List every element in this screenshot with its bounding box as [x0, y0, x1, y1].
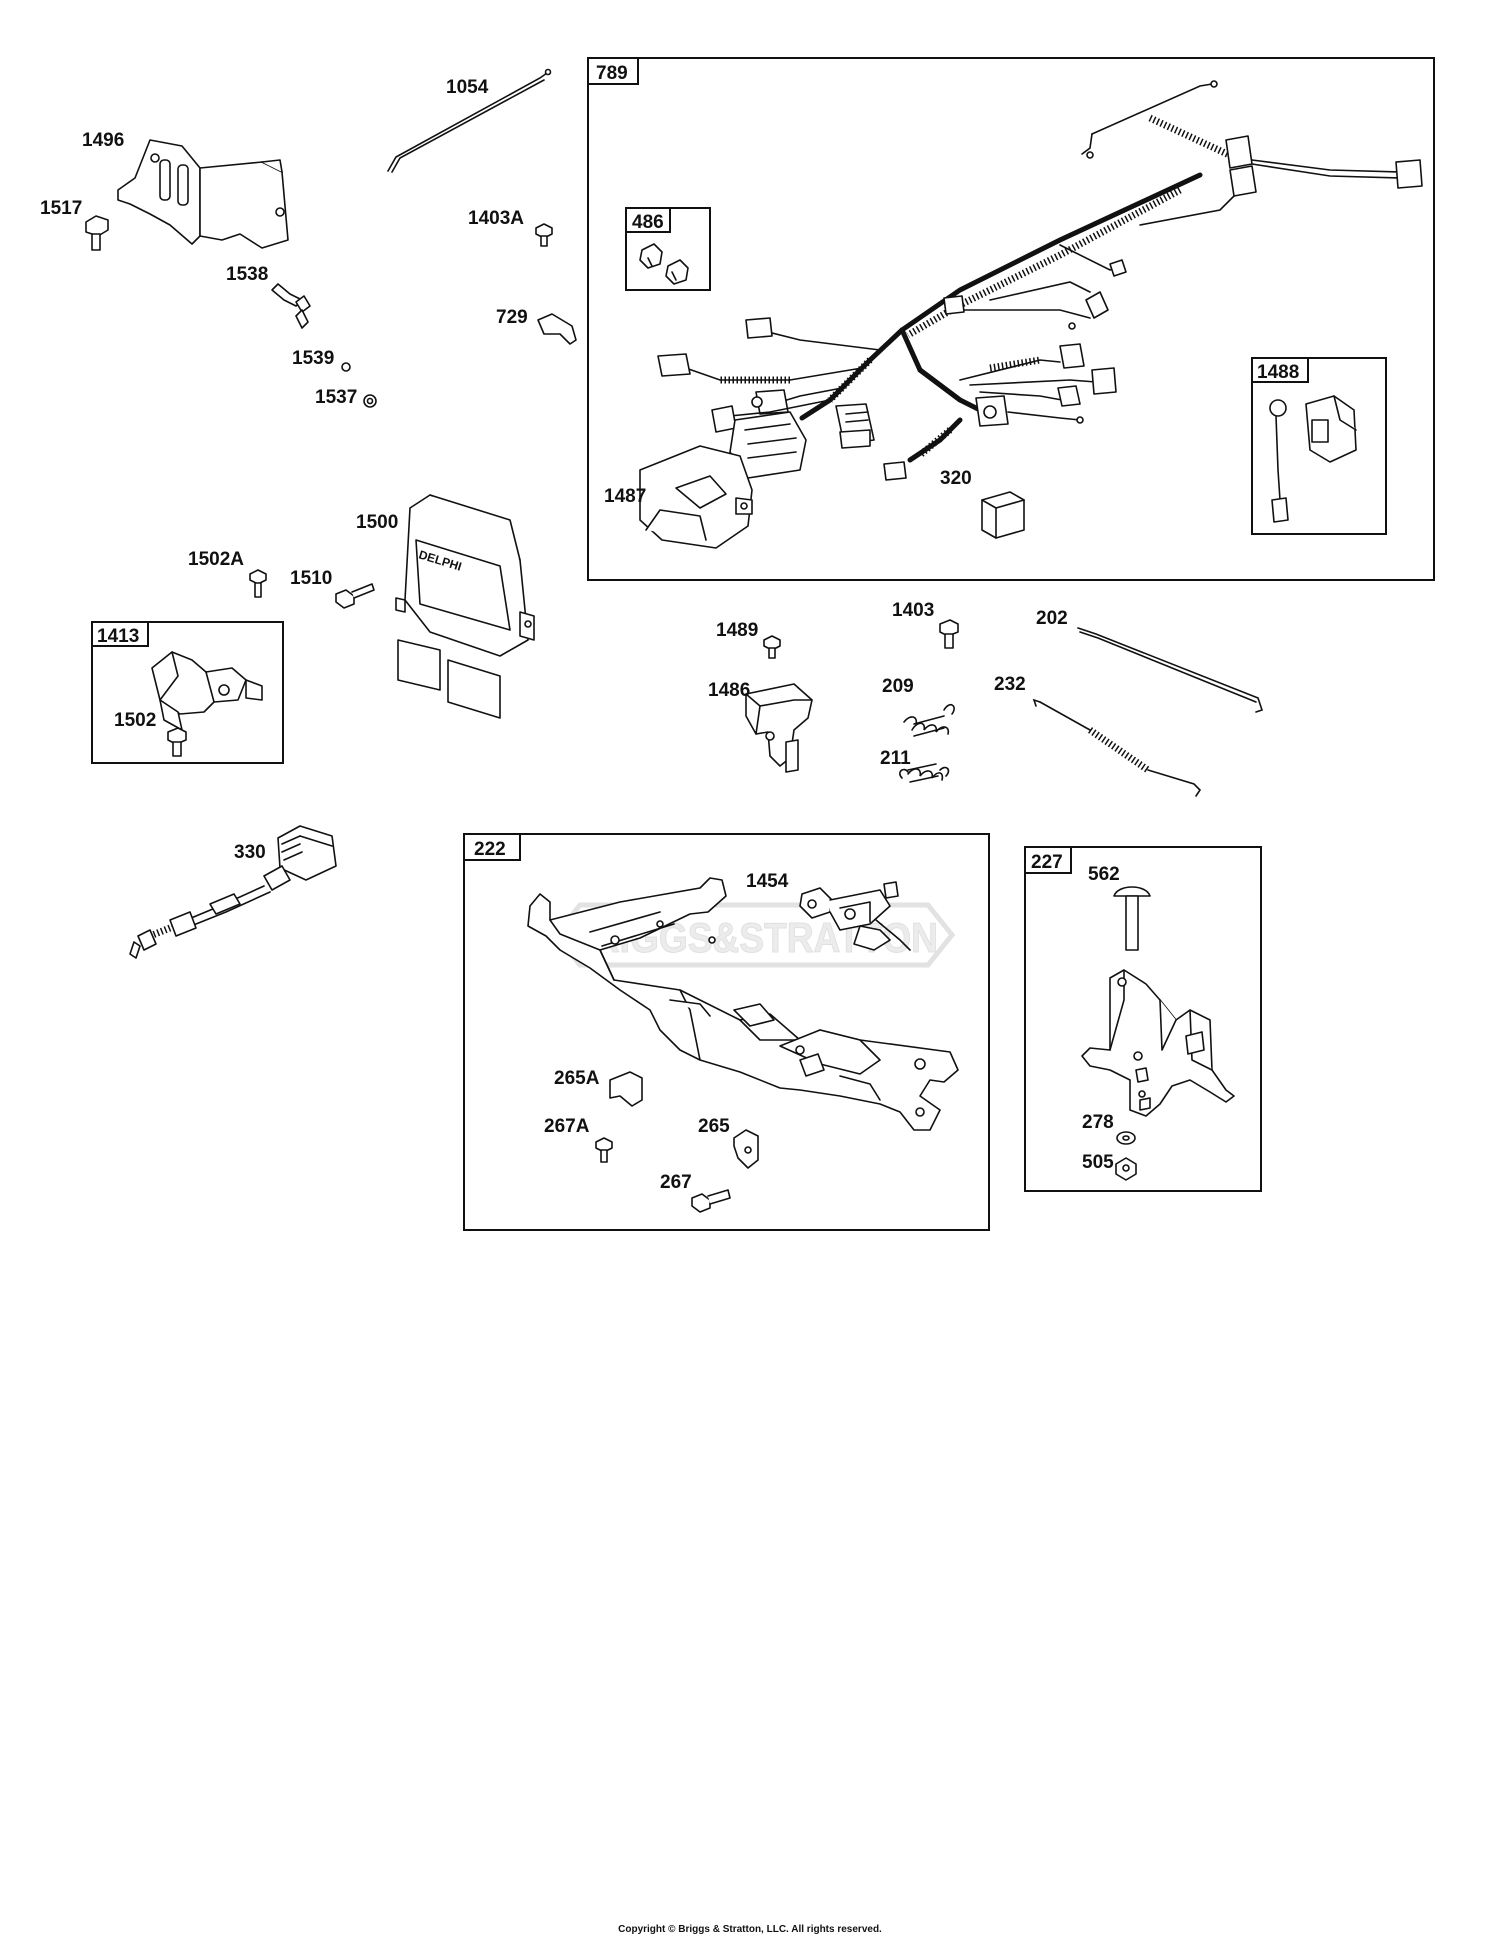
label-1403: 1403 — [892, 600, 934, 621]
part-1489-bolt — [763, 635, 781, 659]
box-227-tag: 227 — [1031, 852, 1063, 873]
part-267-screw — [691, 1189, 731, 1213]
label-330: 330 — [234, 842, 266, 863]
label-267A: 267A — [544, 1116, 590, 1137]
part-278-washer — [1116, 1131, 1136, 1145]
label-267: 267 — [660, 1172, 692, 1193]
label-278: 278 — [1082, 1112, 1114, 1133]
label-209: 209 — [882, 676, 914, 697]
part-1538-stud — [271, 283, 311, 329]
part-1502-bolt — [167, 727, 187, 757]
label-265A: 265A — [554, 1068, 600, 1089]
label-505: 505 — [1082, 1152, 1114, 1173]
label-232: 232 — [994, 674, 1026, 695]
part-1488-connector — [1269, 395, 1357, 523]
box-1488-frame — [1251, 357, 1387, 535]
box-789-tag: 789 — [596, 63, 628, 84]
label-1500: 1500 — [356, 512, 398, 533]
part-1537-nut — [363, 394, 377, 408]
box-227-frame — [1024, 846, 1262, 1192]
part-1500-ecu: DELPHI — [395, 494, 535, 719]
box-486-tag: 486 — [632, 212, 664, 233]
box-222-frame — [463, 833, 990, 1231]
label-1496: 1496 — [82, 130, 124, 151]
part-265-clip — [733, 1129, 759, 1169]
label-202: 202 — [1036, 608, 1068, 629]
part-1487-cover — [639, 445, 753, 549]
label-1510: 1510 — [290, 568, 332, 589]
label-1517: 1517 — [40, 198, 82, 219]
label-320: 320 — [940, 468, 972, 489]
part-1454-switch — [799, 881, 911, 951]
part-1539-washer — [341, 362, 351, 372]
label-265: 265 — [698, 1116, 730, 1137]
part-320-relay — [981, 491, 1025, 539]
label-729: 729 — [496, 307, 528, 328]
box-222-tag: 222 — [474, 839, 506, 860]
part-1502A-bolt — [249, 569, 267, 598]
copyright-notice: Copyright © Briggs & Stratton, LLC. All … — [618, 1924, 882, 1935]
part-232-spring-rod — [1032, 698, 1202, 797]
box-789-frame — [587, 57, 1435, 581]
part-1486-sensor — [745, 683, 813, 773]
part-1413-sensor — [151, 651, 263, 731]
label-1537: 1537 — [315, 387, 357, 408]
part-209-spring — [903, 703, 955, 737]
label-562: 562 — [1088, 864, 1120, 885]
part-789-wiring-harness — [657, 80, 1423, 481]
part-1510-bolt — [335, 583, 375, 609]
label-1403A: 1403A — [468, 208, 524, 229]
part-330-sensor — [129, 825, 337, 959]
part-265A-clip — [609, 1071, 643, 1107]
part-222-control-bracket — [527, 877, 959, 1131]
part-729-clip — [537, 313, 577, 345]
part-1496-bracket — [117, 139, 289, 249]
label-1502: 1502 — [114, 710, 156, 731]
part-267A-screw — [595, 1137, 613, 1163]
part-1403-bolt — [939, 619, 959, 649]
box-1413-frame — [91, 621, 284, 764]
part-1403A-bolt — [535, 223, 553, 247]
label-1539: 1539 — [292, 348, 334, 369]
label-1538: 1538 — [226, 264, 268, 285]
label-211: 211 — [880, 748, 911, 769]
label-1502A: 1502A — [188, 549, 244, 570]
label-1489: 1489 — [716, 620, 758, 641]
part-562-bolt — [1113, 886, 1151, 951]
box-1488-tag: 1488 — [1257, 362, 1299, 383]
part-486-fuses — [639, 243, 689, 285]
label-1487: 1487 — [604, 486, 646, 507]
part-505-nut — [1115, 1157, 1137, 1181]
part-1517-bolt — [85, 215, 109, 251]
label-1486: 1486 — [708, 680, 750, 701]
label-1054: 1054 — [446, 77, 489, 98]
part-227-bracket — [1081, 969, 1235, 1117]
part-202-rod — [1077, 627, 1264, 713]
label-1454: 1454 — [746, 871, 789, 892]
part-1054-rod — [387, 68, 552, 173]
box-1413-tag: 1413 — [97, 626, 139, 647]
part-211-spring — [899, 763, 950, 783]
